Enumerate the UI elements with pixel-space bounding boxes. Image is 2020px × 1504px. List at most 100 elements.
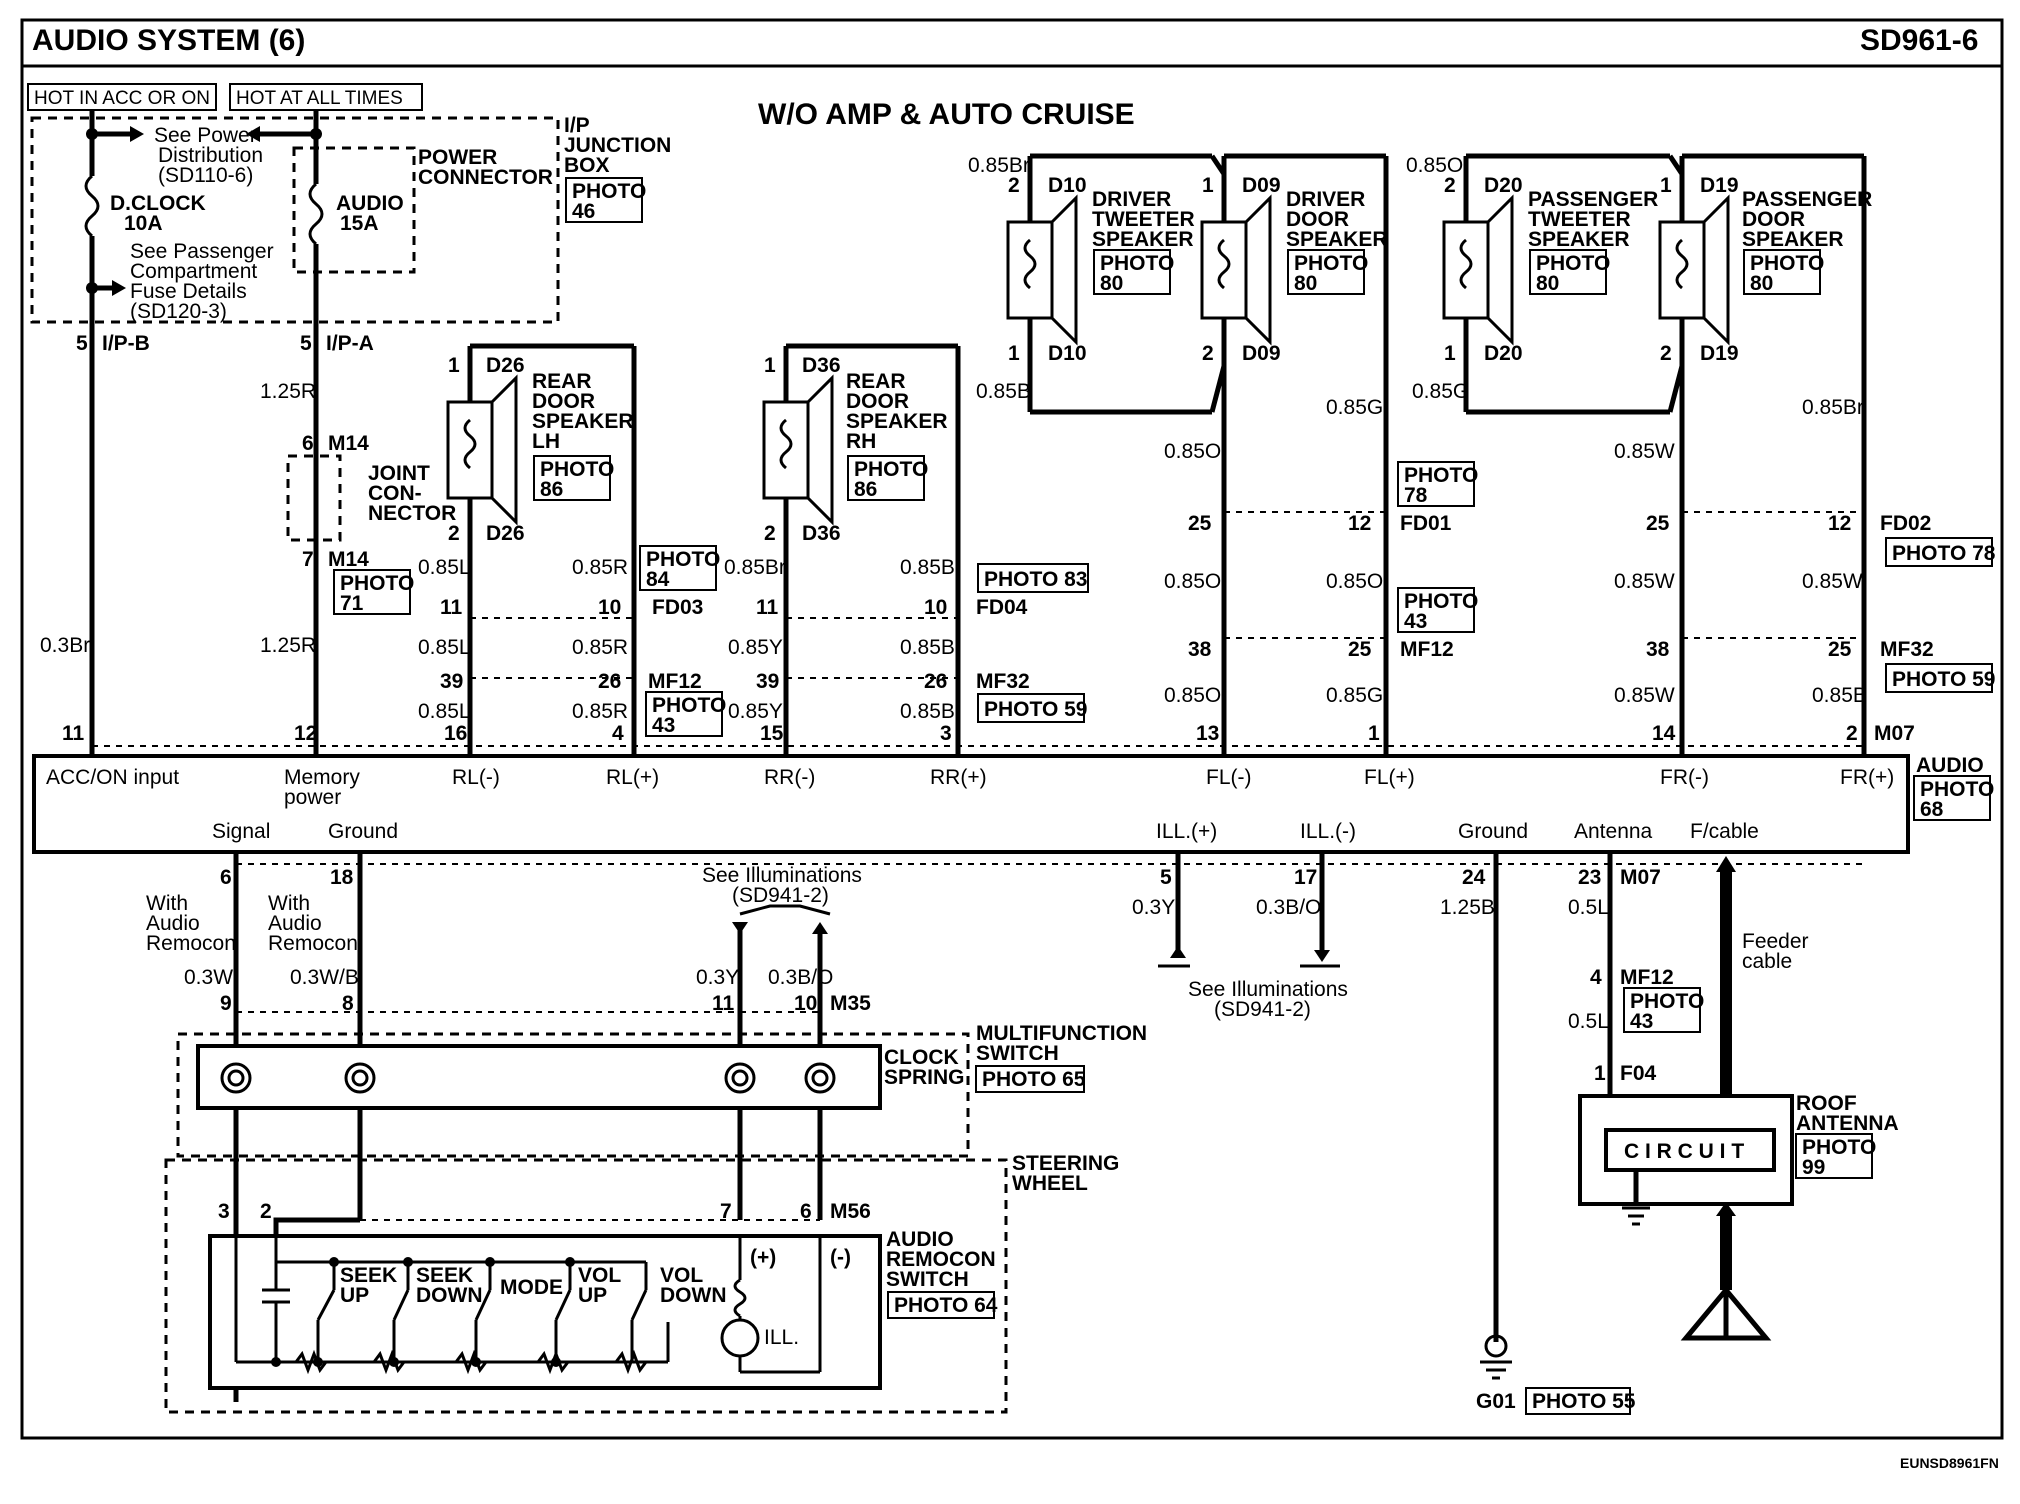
diagram-label: D09 xyxy=(1242,342,1281,365)
diagram-label: power xyxy=(284,786,341,809)
diagram-label: 0.85O xyxy=(1326,570,1383,593)
diagram-label: 12 xyxy=(1348,512,1371,535)
diagram-label: 2 xyxy=(1202,342,1214,365)
fuse-audio: AUDIO xyxy=(336,192,404,215)
diagram-label: 0.5L xyxy=(1568,896,1609,919)
diagram-label: 80 xyxy=(1294,272,1317,295)
ip-junction-box xyxy=(30,116,560,324)
diagram-label: D09 xyxy=(1242,174,1281,197)
diagram-label: MODE xyxy=(500,1276,563,1299)
diagram-label: 1 xyxy=(1008,342,1020,365)
diagram-label: VOL xyxy=(578,1264,621,1287)
diagram-label: RR(-) xyxy=(764,766,815,789)
diagram-label: 10 xyxy=(598,596,621,619)
diagram-label: D26 xyxy=(486,354,525,377)
diagram-label: MF32 xyxy=(976,670,1030,693)
diagram-label: 5 xyxy=(1160,866,1172,889)
diagram-label: SEEK xyxy=(416,1264,473,1287)
diagram-label: 0.85Y xyxy=(728,636,783,659)
diagram-label: 0.85L xyxy=(418,700,471,723)
diagram-label: FD03 xyxy=(652,596,703,619)
diagram-label: DOOR xyxy=(1286,208,1349,231)
diagram-label: 0.85Br xyxy=(1802,396,1864,419)
diagram-label: See Power xyxy=(154,124,257,147)
power-connector xyxy=(292,146,416,274)
diagram-label: 25 xyxy=(1348,638,1372,661)
diagram-label: 68 xyxy=(1920,798,1944,821)
diagram-label: REMOCON xyxy=(886,1248,996,1271)
diagram-label: 0.85R xyxy=(572,556,628,579)
diagram-label: PHOTO 59 xyxy=(1892,668,1995,691)
diagram-label: 10A xyxy=(124,212,163,235)
diagram-label: Distribution xyxy=(158,144,263,167)
diagram-label: Ground xyxy=(1458,820,1528,843)
diagram-label: 6 xyxy=(302,432,314,455)
diagram-label: TWEETER xyxy=(1528,208,1631,231)
diagram-label: 71 xyxy=(340,592,364,615)
diagram-label: 10 xyxy=(794,992,817,1015)
diagram-label: 6 xyxy=(800,1200,812,1223)
diagram-label: 25 xyxy=(1828,638,1852,661)
diagram-label: PHOTO xyxy=(1750,252,1824,275)
diagram-label: I/P xyxy=(564,114,590,137)
diagram-label: D20 xyxy=(1484,174,1523,197)
diagram-label: SPEAKER xyxy=(846,410,948,433)
diagram-label: 5 xyxy=(76,332,88,355)
diagram-label: M35 xyxy=(830,992,871,1015)
diagram-label: 0.85Br xyxy=(968,154,1030,177)
diagram-label: MF12 xyxy=(1400,638,1454,661)
diagram-label: SPRING xyxy=(884,1066,965,1089)
diagram-label: PHOTO xyxy=(1536,252,1610,275)
passenger-door-label: PASSENGER xyxy=(1742,188,1872,211)
circuit-block xyxy=(1604,1128,1776,1172)
diagram-code: SD961-6 xyxy=(1860,24,1978,57)
diagram-label: FD02 xyxy=(1880,512,1931,535)
diagram-label: 26 xyxy=(924,670,947,693)
diagram-label: 43 xyxy=(1630,1010,1653,1033)
diagram-label: VOL xyxy=(660,1264,703,1287)
diagram-label: 0.85O xyxy=(1164,684,1221,707)
diagram-label: PHOTO xyxy=(652,694,726,717)
diagram-label: (SD120-3) xyxy=(130,300,227,323)
diagram-label: 10 xyxy=(924,596,947,619)
diagram-label: 0.85R xyxy=(572,636,628,659)
diagram-label: I/P-B xyxy=(102,332,150,355)
multifunction-switch xyxy=(176,1032,970,1158)
diagram-label: 24 xyxy=(1462,866,1486,889)
diagram-label: PHOTO 83 xyxy=(984,568,1087,591)
joint-connector xyxy=(286,454,342,542)
diagram-label: RL(-) xyxy=(452,766,500,789)
diagram-label: 2 xyxy=(1008,174,1020,197)
diagram-label: MF32 xyxy=(1880,638,1934,661)
diagram-label: Audio xyxy=(146,912,200,935)
diagram-label: 11 xyxy=(712,992,735,1015)
diagram-label: MF12 xyxy=(1620,966,1674,989)
diagram-label: D36 xyxy=(802,354,841,377)
diagram-label: SPEAKER xyxy=(1092,228,1194,251)
diagram-label: PHOTO 65 xyxy=(982,1068,1086,1091)
diagram-label: 84 xyxy=(646,568,670,591)
steering-wheel xyxy=(164,1158,1008,1414)
diagram-label: 39 xyxy=(756,670,779,693)
diagram-label: 9 xyxy=(220,992,232,1015)
diagram-label: CLOCK xyxy=(884,1046,959,1069)
diagram-label: PHOTO xyxy=(1630,990,1704,1013)
diagram-label: (SD941-2) xyxy=(732,884,829,907)
diagram-label: 4 xyxy=(1590,966,1602,989)
diagram-label: 2 xyxy=(1444,174,1456,197)
diagram-label: 46 xyxy=(572,200,595,223)
diagram-label: SWITCH xyxy=(886,1268,969,1291)
diagram-label: 39 xyxy=(440,670,463,693)
diagram-label: WHEEL xyxy=(1012,1172,1088,1195)
diagram-label: 1 xyxy=(1202,174,1214,197)
diagram-label: 13 xyxy=(1196,722,1219,745)
diagram-label: D19 xyxy=(1700,174,1739,197)
diagram-label: 0.3B/O xyxy=(768,966,833,989)
diagram-label: 2 xyxy=(764,522,776,545)
diagram-label: SEEK xyxy=(340,1264,397,1287)
diagram-label: 0.85W xyxy=(1614,570,1675,593)
diagram-label: 0.85G xyxy=(1412,380,1469,403)
diagram-label: 0.3B/O xyxy=(1256,896,1321,919)
diagram-label: F04 xyxy=(1620,1062,1657,1085)
diagram-label: ILL.(+) xyxy=(1156,820,1217,843)
